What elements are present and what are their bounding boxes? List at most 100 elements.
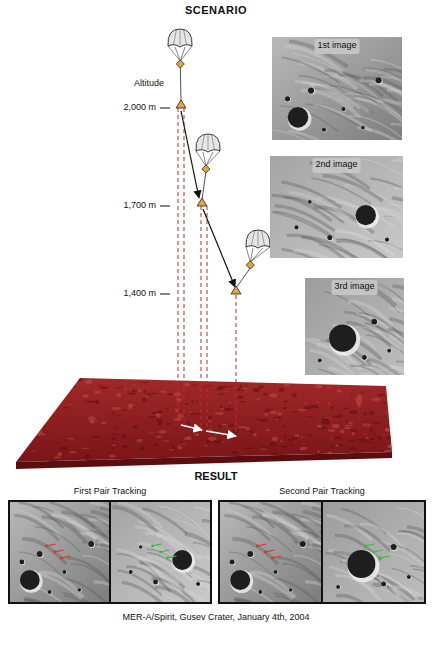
terrain-rock <box>142 398 147 402</box>
terrain-rock <box>344 427 351 430</box>
suspension-line <box>250 248 263 262</box>
terrain-rock <box>350 394 352 396</box>
terrain-rock <box>163 440 170 441</box>
terrain-rock <box>34 391 42 394</box>
crater-rim <box>387 349 391 353</box>
terrain-rock <box>393 459 395 461</box>
terrain-rock <box>377 394 385 396</box>
descent-arrow <box>203 209 235 287</box>
crater-image <box>272 37 402 140</box>
terrain-rock <box>250 431 255 433</box>
terrain-rock <box>271 452 278 456</box>
title: SCENARIO <box>185 4 247 16</box>
terrain-rock <box>331 437 333 439</box>
terrain-rock <box>31 377 33 381</box>
terrain-rock <box>375 458 382 459</box>
terrain-rock <box>116 393 121 397</box>
altitude-value: 1,400 m <box>123 288 156 298</box>
image-streak <box>100 508 109 533</box>
crater <box>48 590 52 594</box>
terrain-rock <box>125 462 132 465</box>
terrain-rock <box>199 439 203 441</box>
crater <box>356 205 376 225</box>
terrain-rock <box>42 416 44 420</box>
terrain-rock <box>57 452 62 456</box>
terrain-rock <box>167 460 170 464</box>
suspension-line <box>250 247 270 262</box>
crater <box>300 541 306 547</box>
terrain-rock <box>86 400 94 403</box>
terrain-rock <box>284 435 286 439</box>
image-picture <box>272 37 402 140</box>
crater-rim <box>329 325 360 356</box>
terrain-rock <box>211 377 219 381</box>
terrain-rock <box>330 406 333 409</box>
terrain-rock <box>28 461 32 463</box>
ground-arrow <box>181 425 202 430</box>
terrain-rock <box>178 443 186 444</box>
terrain-rock <box>128 371 134 373</box>
bridle <box>202 172 206 200</box>
crater <box>322 128 326 132</box>
terrain-rock <box>297 449 301 452</box>
terrain-rock <box>391 441 395 443</box>
image-streak <box>22 539 67 564</box>
terrain-rock <box>313 460 319 462</box>
image-streak <box>80 514 109 539</box>
image-ground <box>323 502 424 602</box>
axis-label: Altitude <box>134 78 164 88</box>
tracking-point <box>166 557 169 560</box>
image-streak <box>39 572 84 597</box>
terrain-rock <box>339 459 343 462</box>
terrain-texture <box>8 370 402 467</box>
canopy <box>168 29 192 47</box>
image-streak <box>202 521 210 546</box>
terrain-rock <box>284 400 288 402</box>
terrain-rock <box>329 445 334 448</box>
terrain-rock <box>84 455 91 458</box>
terrain-rock <box>133 384 137 386</box>
image-streak <box>357 314 402 338</box>
terrain-rock <box>111 461 118 464</box>
terrain-rock <box>41 416 47 417</box>
terrain-rock <box>394 395 396 397</box>
terrain-rock <box>92 436 101 438</box>
terrain-rock <box>237 396 243 399</box>
terrain-rock <box>216 388 224 391</box>
backshell <box>176 60 184 68</box>
terrain-rock <box>372 379 375 382</box>
image-streak <box>159 507 204 532</box>
image-streak <box>305 582 321 602</box>
image-streak <box>364 323 404 347</box>
terrain-rock <box>176 398 182 402</box>
terrain-rock <box>214 440 222 444</box>
terrain-rock <box>272 437 278 441</box>
terrain-rock <box>9 426 18 429</box>
terrain-rock <box>292 412 299 414</box>
terrain-rock <box>9 437 18 438</box>
terrain-rock <box>282 425 284 428</box>
terrain-rock <box>320 380 325 382</box>
image-streak <box>226 510 271 535</box>
terrain-rock <box>228 457 231 461</box>
crater-rim <box>19 560 25 566</box>
terrain-rock <box>303 403 307 404</box>
crater-rim <box>258 590 263 595</box>
terrain-rock <box>198 412 201 414</box>
image-streak <box>423 600 424 602</box>
terrain-rock <box>298 409 306 411</box>
terrain-rock <box>190 413 198 415</box>
terrain-rock <box>360 378 366 380</box>
terrain-rock <box>191 400 193 404</box>
crater <box>362 355 367 360</box>
terrain-rock <box>316 401 320 402</box>
terrain-rock <box>372 397 381 401</box>
terrain-rock <box>373 431 375 435</box>
image-streak <box>326 515 371 540</box>
terrain-rock <box>399 425 402 429</box>
terrain-rock <box>145 395 150 398</box>
panel-heading: Second Pair Tracking <box>218 486 426 496</box>
crater <box>62 570 66 574</box>
crater-rim <box>308 200 312 204</box>
caption: MER-A/Spirit, Gusev Crater, January 4th,… <box>122 612 309 622</box>
